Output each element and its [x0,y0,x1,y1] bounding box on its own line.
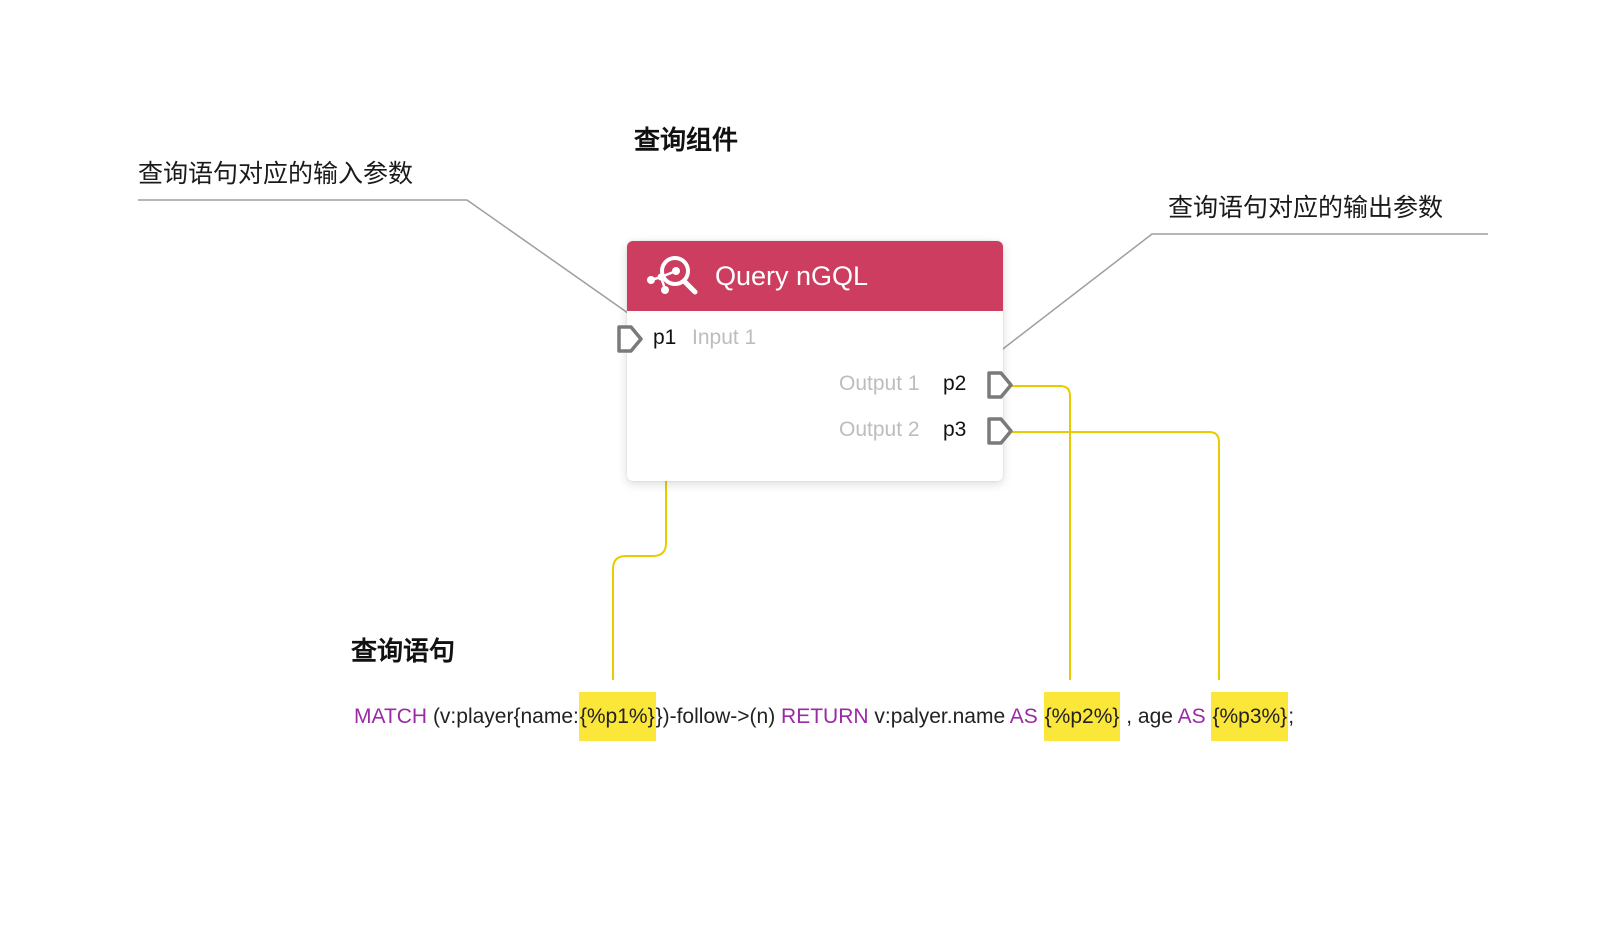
node-header[interactable]: Query nGQL [627,241,1003,311]
code-param-p3: {%p3%} [1211,692,1289,741]
query-search-icon [647,256,698,295]
code-param-p1: {%p1%} [578,692,656,741]
code-keyword: AS [1177,705,1206,728]
code-keyword: AS [1009,705,1038,728]
output-port-label-1: Output 1 [839,372,920,395]
code-param-p2: {%p2%} [1043,692,1121,741]
input-callout-leader [138,199,656,333]
code-text: (v:player{name: [427,705,579,728]
output-param-p3: p3 [943,418,967,441]
input-param-p1: p1 [653,326,677,349]
input-port-p1[interactable] [615,324,645,354]
output-port-p3[interactable] [985,416,1015,446]
code-text: ; [1288,705,1295,728]
component-heading: 查询组件 [634,126,739,156]
output-callout-leader [959,233,1488,383]
statement-heading: 查询语句 [351,637,456,667]
node-title: Query nGQL [715,261,869,291]
p2-connector [984,385,1071,680]
code-text [1038,705,1044,728]
output-port-label-2: Output 2 [839,418,920,441]
p3-connector [984,431,1220,680]
code-text: v:palyer.name [868,705,1010,728]
output-port-p2[interactable] [985,370,1015,400]
input-port-label: Input 1 [692,326,757,349]
query-ngql-node[interactable]: Query nGQL p1 Input 1 Output 1 p2 Output… [617,241,1013,481]
output-callout-label: 查询语句对应的输出参数 [1168,193,1444,222]
code-text: })-follow->(n) [655,705,782,728]
code-keyword: RETURN [781,705,869,728]
input-callout-label: 查询语句对应的输入参数 [138,159,414,188]
p1-connector [612,362,667,680]
query-statement: MATCH (v:player{name:{%p1%}})-follow->(n… [354,692,1294,742]
code-text: , age [1120,705,1178,728]
output-param-p2: p2 [943,372,967,395]
code-keyword: MATCH [354,705,428,728]
